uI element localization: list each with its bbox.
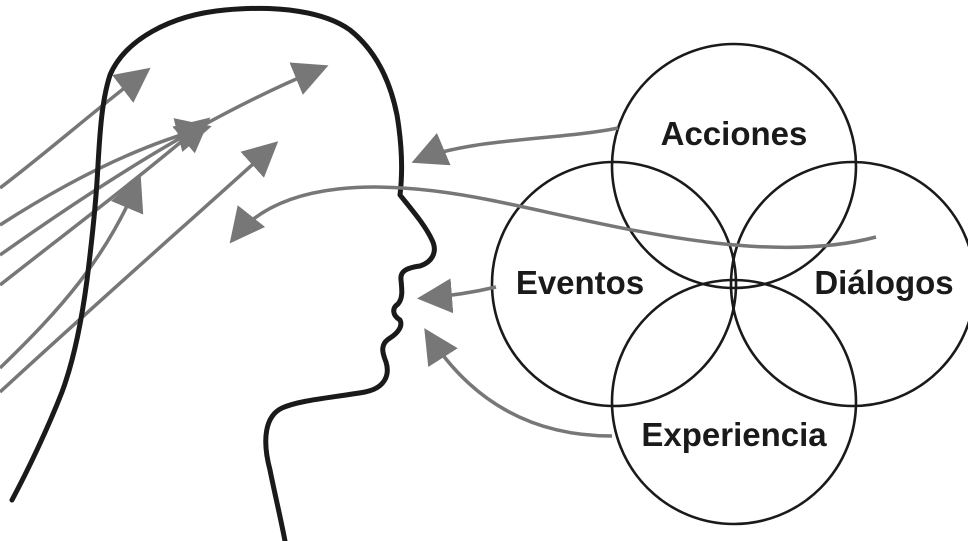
arrow-from-experiencia <box>424 328 613 438</box>
label-dialogos: Diálogos <box>814 264 953 301</box>
arrow-from-dialogos <box>229 185 877 250</box>
circle-acciones <box>610 42 858 290</box>
circle-dialogos <box>729 160 968 408</box>
circle-experiencia <box>610 278 858 526</box>
label-experiencia: Experiencia <box>641 416 827 453</box>
label-eventos: Eventos <box>516 264 644 301</box>
arrow-from-eventos <box>417 278 497 314</box>
incoming-arrow-5 <box>0 175 144 370</box>
arrow-from-acciones <box>411 126 619 166</box>
incoming-arrow-4 <box>0 117 211 287</box>
label-acciones: Acciones <box>661 115 808 152</box>
outgoing-arrows <box>229 126 877 438</box>
incoming-arrow-6 <box>0 141 279 394</box>
circle-eventos <box>490 160 738 408</box>
incoming-arrow-1 <box>0 67 151 190</box>
head-silhouette <box>9 5 437 541</box>
incoming-arrows <box>0 62 329 394</box>
incoming-arrow-2 <box>0 62 329 257</box>
venn-circles <box>490 42 968 526</box>
